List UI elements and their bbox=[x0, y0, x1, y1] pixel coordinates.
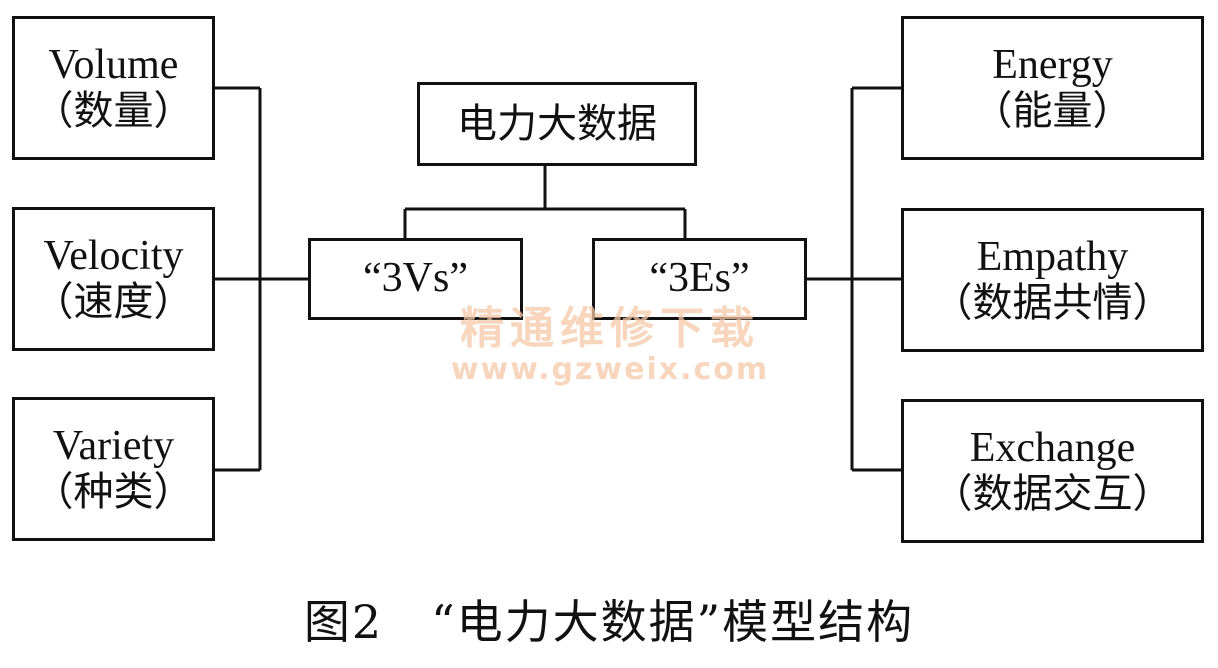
left-node-variety: Variety （种类） bbox=[12, 397, 215, 541]
figure-caption: 图2 “电力大数据”模型结构 bbox=[303, 595, 915, 649]
right-node-zh: （能量） bbox=[972, 88, 1133, 135]
left-node-zh: （种类） bbox=[33, 469, 194, 516]
right-node-exchange: Exchange （数据交互） bbox=[901, 399, 1204, 543]
right-node-empathy: Empathy （数据共情） bbox=[901, 208, 1204, 352]
right-node-en: Energy bbox=[992, 42, 1113, 89]
left-node-zh: （速度） bbox=[33, 279, 194, 326]
group-label-3vs: “3Vs” bbox=[363, 255, 468, 302]
right-node-energy: Energy （能量） bbox=[901, 16, 1204, 160]
right-node-en: Empathy bbox=[976, 234, 1129, 281]
right-node-zh: （数据共情） bbox=[932, 280, 1173, 327]
left-node-zh: （数量） bbox=[33, 88, 194, 135]
right-node-zh: （数据交互） bbox=[932, 471, 1173, 518]
right-node-en: Exchange bbox=[969, 425, 1136, 472]
root-node: 电力大数据 bbox=[417, 82, 697, 166]
left-node-en: Velocity bbox=[43, 233, 184, 280]
left-node-velocity: Velocity （速度） bbox=[12, 207, 215, 351]
group-node-3es: “3Es” bbox=[592, 238, 807, 320]
left-node-en: Volume bbox=[48, 42, 179, 89]
root-label: 电力大数据 bbox=[457, 100, 657, 147]
left-node-en: Variety bbox=[52, 423, 175, 470]
group-label-3es: “3Es” bbox=[649, 255, 750, 302]
group-node-3vs: “3Vs” bbox=[308, 238, 523, 320]
left-node-volume: Volume （数量） bbox=[12, 16, 215, 160]
